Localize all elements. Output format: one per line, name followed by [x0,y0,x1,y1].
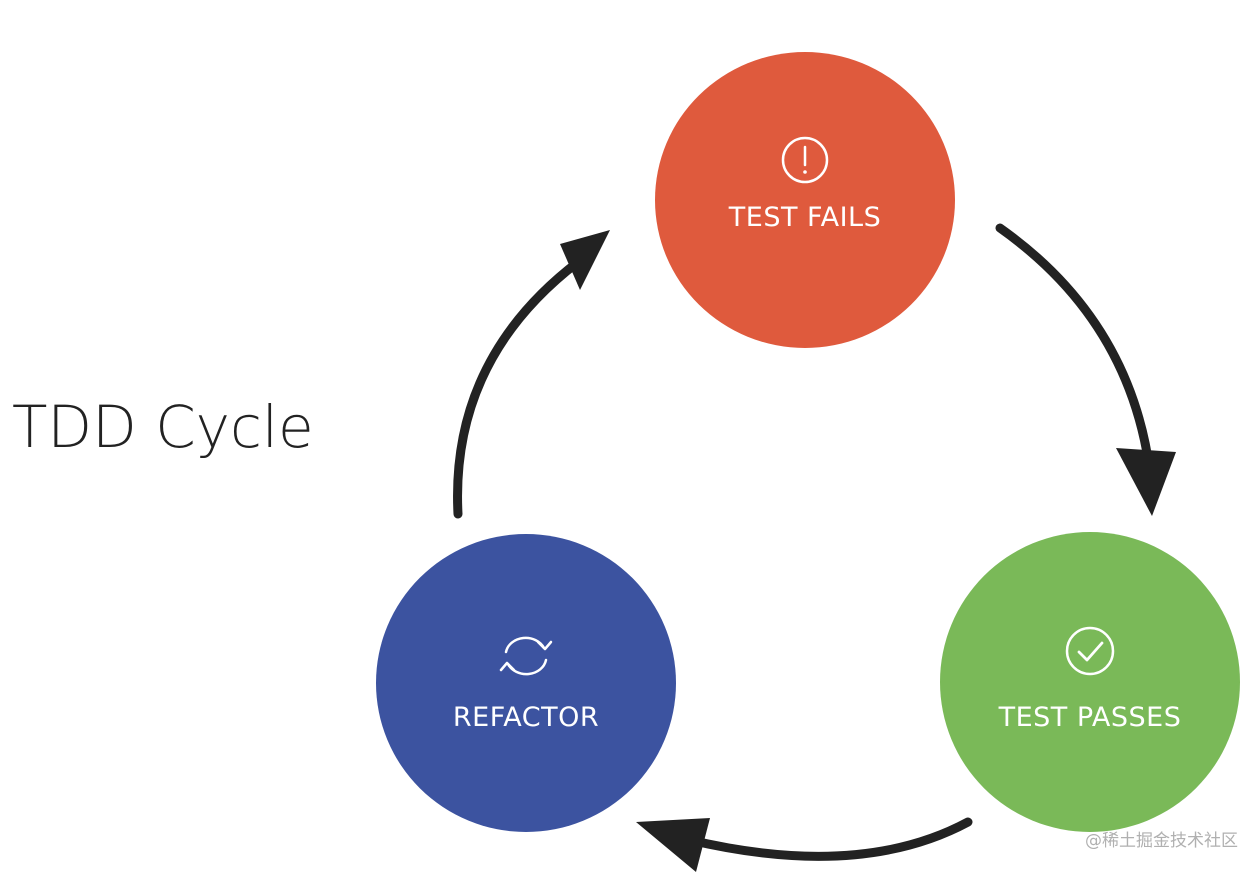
arrow-pass-to-refactor [685,817,973,861]
arrow-pass-to-refactor-head [636,818,710,872]
refresh-icon [499,636,553,676]
arrow-refactor-to-fail [453,257,583,519]
stage-test-fails: TEST FAILS [655,52,955,348]
watermark: @稀土掘金技术社区 [1085,831,1238,851]
stage-refactor: REFACTOR [376,534,676,832]
arrow-refactor-to-fail-head [560,230,610,290]
stage-test-passes: TEST PASSES [940,532,1240,832]
stage-label-refactor: REFACTOR [452,702,600,733]
diagram-title: TDD Cycle [12,393,314,461]
checkmark-icon [1065,626,1115,676]
exclamation-icon [781,136,829,184]
arrow-fail-to-pass-head [1116,448,1176,516]
stage-label-test-fails: TEST FAILS [728,202,882,233]
stage-label-test-passes: TEST PASSES [998,702,1182,733]
arrow-fail-to-pass [995,223,1155,477]
